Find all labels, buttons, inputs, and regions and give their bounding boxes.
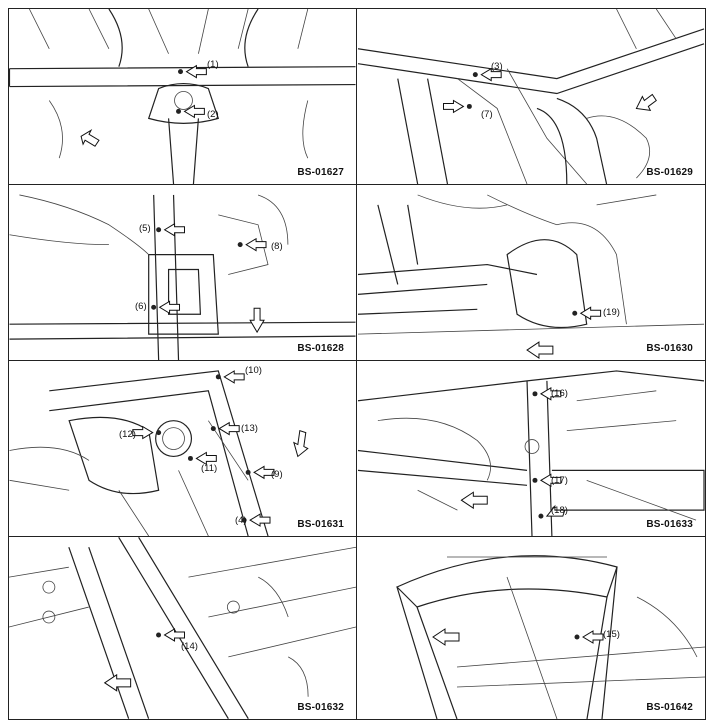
panel-bs-01627: (1) (2) BS-01627 xyxy=(9,9,357,185)
callout-label: (7) xyxy=(481,109,493,120)
front-frame-drawing xyxy=(9,194,356,360)
arrow-icon xyxy=(163,628,185,642)
panel-bs-01628: (5) (8) (6) BS-01628 xyxy=(9,185,357,361)
arrow-icon xyxy=(158,300,181,315)
direction-arrow-icon xyxy=(293,429,309,458)
panel-bs-01642: (15) BS-01642 xyxy=(357,537,705,719)
direction-arrow-icon xyxy=(526,341,554,359)
callout-label: (3) xyxy=(491,61,503,72)
diagram-grid: (1) (2) BS-01627 (3) (7) BS-01629 xyxy=(8,8,706,720)
panel-bs-01632: (14) BS-01632 xyxy=(9,537,357,719)
callout-label: (10) xyxy=(245,365,262,376)
direction-arrow-icon xyxy=(460,491,488,510)
callout-label: (16) xyxy=(551,388,568,399)
strut-tower-drawing xyxy=(9,370,309,536)
arrow-icon xyxy=(223,370,245,384)
callout-label: (5) xyxy=(139,223,151,234)
arrow-icon xyxy=(245,237,267,252)
panel-bs-01629: (3) (7) BS-01629 xyxy=(357,9,705,185)
side-sill-drawing xyxy=(9,537,356,719)
arrow-icon xyxy=(249,513,271,527)
callout-label: (19) xyxy=(603,307,620,318)
direction-arrow-icon xyxy=(432,628,460,646)
callout-label: (18) xyxy=(551,505,568,516)
underbody-front-drawing xyxy=(9,9,356,184)
arrow-icon xyxy=(443,99,465,114)
arrow-icon xyxy=(579,306,602,321)
figure-code: BS-01642 xyxy=(646,702,693,713)
panel-bs-01633: (16) (17) (18) BS-01633 xyxy=(357,361,705,537)
arrow-icon xyxy=(185,64,207,79)
callout-label: (6) xyxy=(135,301,147,312)
direction-arrow-icon xyxy=(103,673,132,692)
figure-code: BS-01627 xyxy=(297,167,344,178)
arrow-icon xyxy=(539,386,562,401)
callout-label: (9) xyxy=(271,469,283,480)
callout-label: (2) xyxy=(207,109,219,120)
callout-label: (12) xyxy=(119,429,136,440)
arrow-icon xyxy=(132,425,154,440)
panel-bs-01630: (19) BS-01630 xyxy=(357,185,705,361)
figure-code: BS-01630 xyxy=(646,343,693,354)
figure-code: BS-01632 xyxy=(297,702,344,713)
figure-code: BS-01631 xyxy=(297,519,344,530)
figure-code: BS-01629 xyxy=(646,167,693,178)
callout-label: (1) xyxy=(207,59,219,70)
direction-arrow-icon xyxy=(249,307,265,334)
callout-label: (14) xyxy=(181,641,198,652)
callout-label: (13) xyxy=(241,423,258,434)
roof-frame-drawing xyxy=(395,555,705,719)
rear-wheel-house-drawing xyxy=(357,194,705,359)
figure-code: BS-01633 xyxy=(646,519,693,530)
callout-label: (4) xyxy=(235,515,247,526)
figure-code: BS-01628 xyxy=(297,343,344,354)
arrow-icon xyxy=(218,421,240,436)
arrow-icon xyxy=(480,67,502,82)
arrow-icon xyxy=(163,222,185,237)
center-pillar-drawing xyxy=(357,370,705,536)
panel-bs-01631: (10) (12) (13) (11) (9) (4) BS-01631 xyxy=(9,361,357,537)
arrow-icon xyxy=(545,504,566,517)
direction-arrow-icon xyxy=(80,129,100,147)
arrow-icon xyxy=(253,465,275,480)
front-pillar-drawing xyxy=(357,9,705,184)
callout-label: (8) xyxy=(271,241,283,252)
arrow-icon xyxy=(183,104,205,119)
callout-label: (17) xyxy=(551,475,568,486)
arrow-icon xyxy=(195,451,217,466)
callout-label: (11) xyxy=(201,463,218,474)
callout-label: (15) xyxy=(603,629,620,640)
direction-arrow-icon xyxy=(635,93,657,112)
arrow-icon xyxy=(582,630,604,644)
arrow-icon xyxy=(539,473,562,488)
